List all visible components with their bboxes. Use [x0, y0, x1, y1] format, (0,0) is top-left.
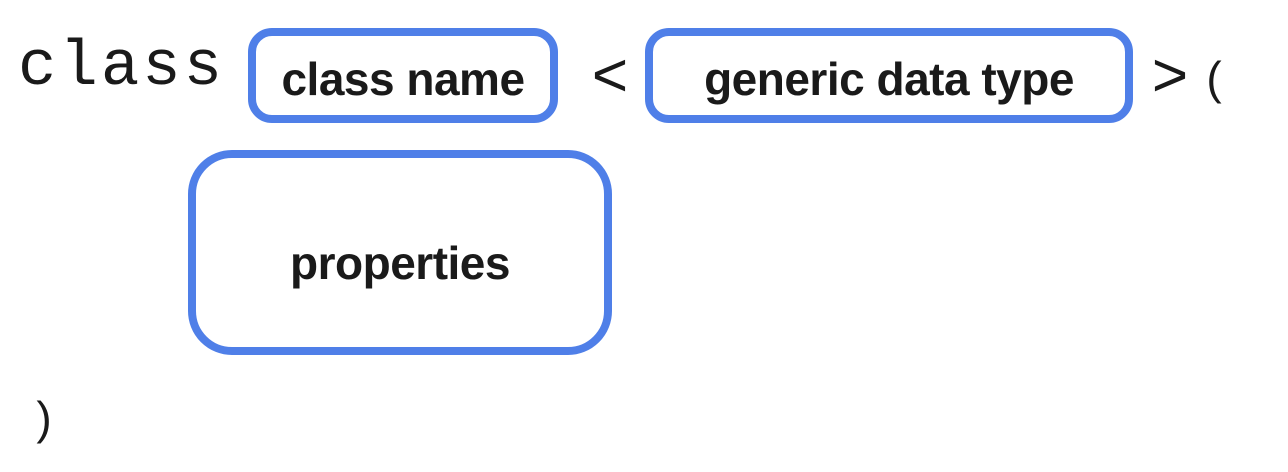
close-angle-bracket-text: > [1151, 41, 1189, 110]
generic-data-type-label: generic data type [704, 52, 1074, 105]
properties-box: properties [188, 150, 612, 355]
close-parenthesis-text: ) [36, 392, 52, 444]
class-name-label: class name [281, 52, 525, 105]
class-keyword-text: class [18, 32, 226, 104]
generic-data-type-box: generic data type [645, 28, 1133, 123]
open-parenthesis-text: ( [1206, 52, 1222, 104]
properties-label: properties [290, 236, 510, 289]
open-angle-bracket-text: < [591, 41, 629, 110]
class-name-box: class name [248, 28, 558, 123]
